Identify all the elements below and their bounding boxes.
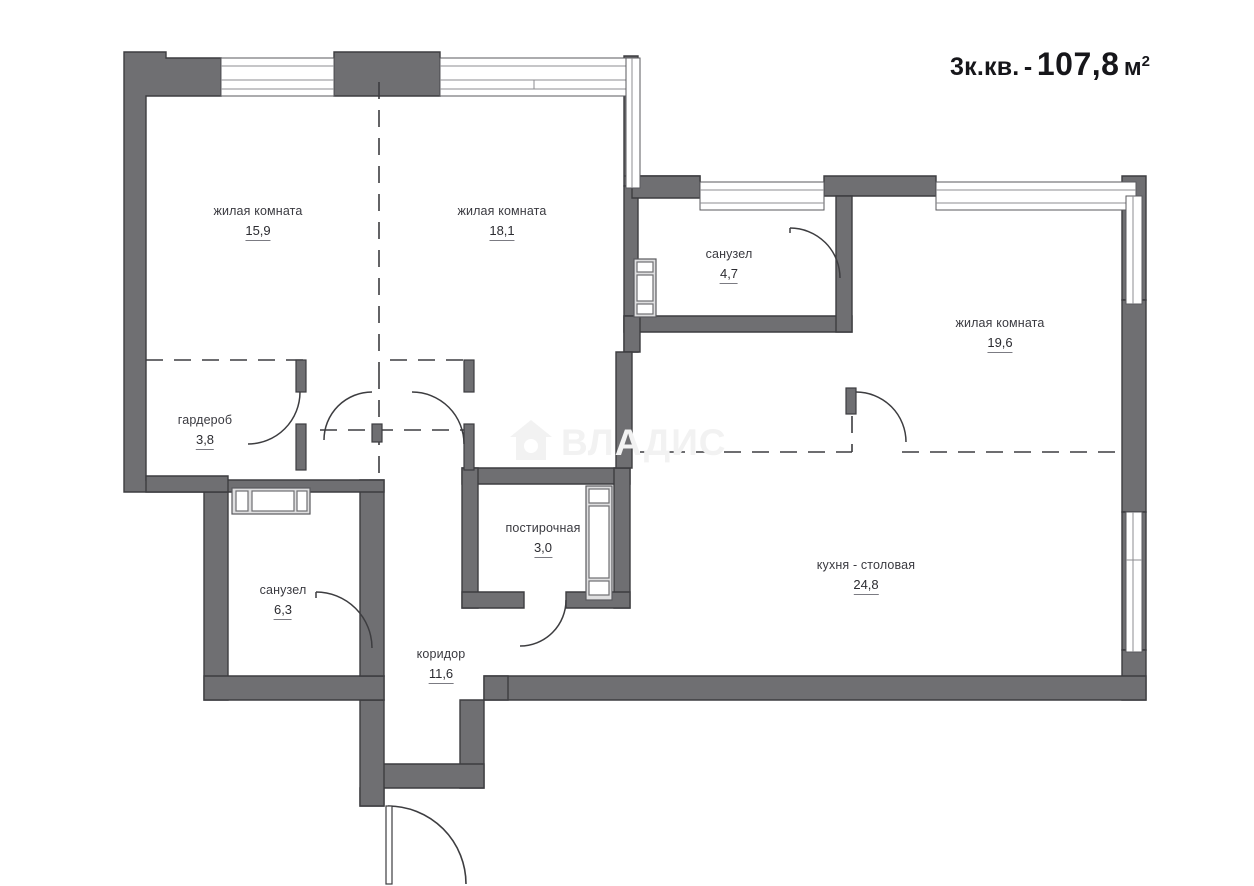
room-label-bathroom-2: санузел 6,3 [260, 582, 307, 620]
door-swings [247, 227, 907, 885]
room-name: жилая комната [955, 316, 1045, 330]
room-area: 11,6 [428, 665, 454, 684]
door-jambs [295, 359, 857, 471]
room-area: 15,9 [245, 222, 271, 241]
shower-icon [633, 258, 657, 318]
room-area-wrap: 24,8 [817, 573, 915, 595]
room-area-wrap: 11,6 [417, 662, 466, 684]
room-name: жилая комната [457, 204, 547, 218]
bathtub-icon [231, 487, 311, 515]
room-area-wrap: 4,7 [706, 262, 753, 284]
window-right-lower [1125, 511, 1143, 653]
window-group [220, 57, 1143, 653]
room-area-wrap: 15,9 [213, 219, 302, 241]
room-name: коридор [416, 647, 466, 661]
room-label-laundry: постирочная 3,0 [505, 520, 580, 558]
room-name: санузел [705, 247, 753, 261]
room-area: 3,0 [533, 539, 553, 558]
room-area: 4,7 [719, 265, 739, 284]
window-upper-right-a [699, 181, 825, 211]
room-name: санузел [259, 583, 307, 597]
window-right-upper [1125, 195, 1143, 305]
plan-title-separator: - [1023, 53, 1033, 81]
plan-title-area: 107,8 [1036, 46, 1120, 82]
room-label-corridor: коридор 11,6 [417, 646, 466, 684]
room-name: постирочная [505, 521, 581, 535]
room-area-wrap: 3,0 [505, 536, 580, 558]
window-top-middle [439, 57, 627, 97]
room-label-bathroom-1: санузел 4,7 [706, 246, 753, 284]
room-name: жилая комната [213, 204, 303, 218]
room-label-living-room-1: жилая комната 15,9 [213, 203, 302, 241]
plan-title: 3к.кв. - 107,8 м2 [950, 46, 1150, 83]
window-upper-right-b [935, 181, 1137, 211]
room-area-wrap: 3,8 [178, 428, 232, 450]
room-name: кухня - столовая [816, 558, 916, 572]
window-top-left [220, 57, 335, 97]
room-label-wardrobe: гардероб 3,8 [178, 412, 232, 450]
room-name: гардероб [177, 413, 233, 427]
room-area: 19,6 [987, 334, 1013, 353]
laundry-unit-icon [585, 485, 613, 601]
room-label-living-room-2: жилая комната 18,1 [457, 203, 546, 241]
room-area-wrap: 19,6 [955, 331, 1044, 353]
plan-title-rooms: 3к.кв. [950, 53, 1020, 81]
room-area-wrap: 18,1 [457, 219, 546, 241]
room-area: 3,8 [195, 431, 215, 450]
plan-title-unit: м2 [1123, 53, 1150, 81]
room-area: 24,8 [853, 576, 879, 595]
room-label-kitchen-dining: кухня - столовая 24,8 [817, 557, 915, 595]
room-area: 6,3 [273, 601, 293, 620]
window-corner-right [625, 57, 641, 189]
room-label-living-room-3: жилая комната 19,6 [955, 315, 1044, 353]
fixtures [231, 258, 657, 601]
room-area-wrap: 6,3 [260, 598, 307, 620]
room-area: 18,1 [489, 222, 515, 241]
